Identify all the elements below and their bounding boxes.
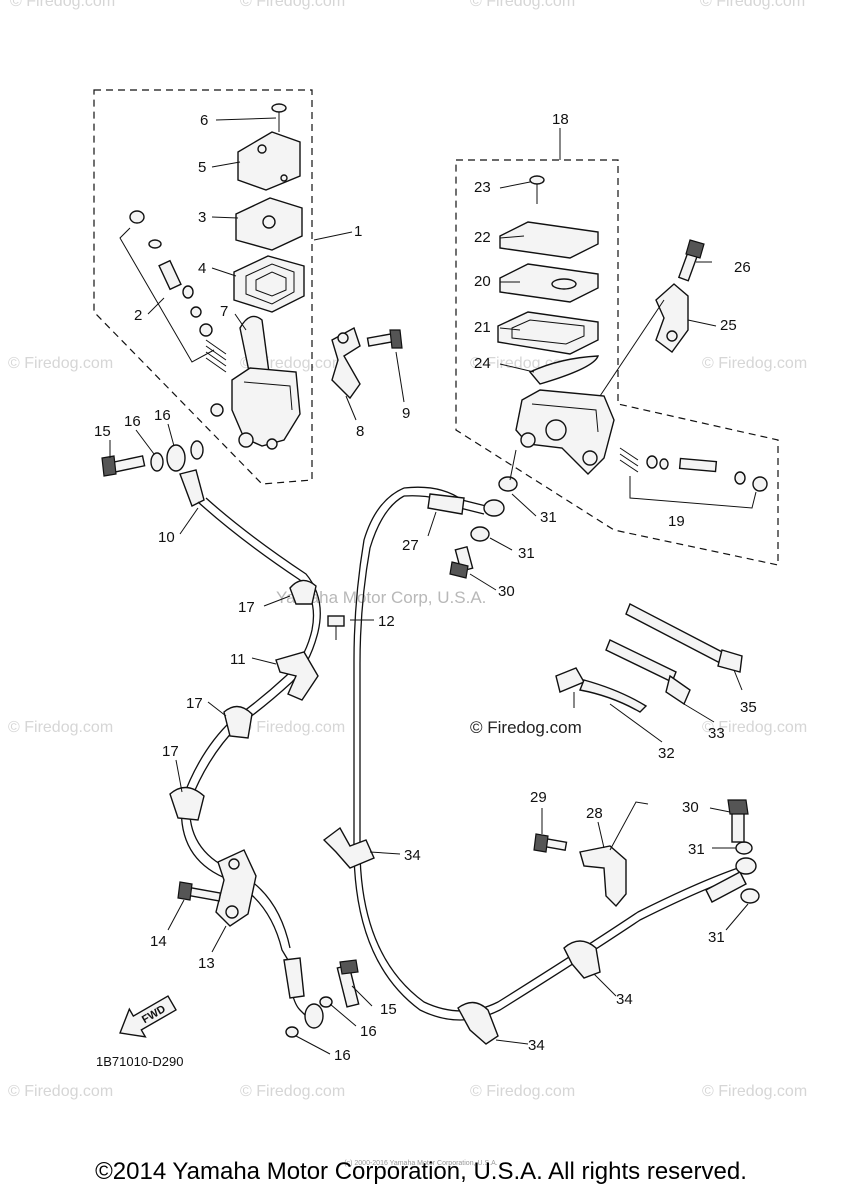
left-assembly-box — [93, 89, 313, 485]
label-35: 35 — [740, 699, 757, 716]
label-19: 19 — [668, 513, 685, 530]
label-32: 32 — [658, 745, 675, 762]
watermark-top-1: © Firedog.com — [10, 0, 115, 10]
label-29: 29 — [530, 789, 547, 806]
label-30-a: 30 — [498, 583, 515, 600]
watermark-left-3: © Firedog.com — [8, 1083, 113, 1100]
clamps-left — [169, 579, 345, 821]
label-21: 21 — [474, 319, 491, 336]
label-16-lower-a: 16 — [360, 1023, 377, 1040]
label-18: 18 — [552, 111, 569, 128]
label-15-lower: 15 — [380, 1001, 397, 1018]
label-14: 14 — [150, 933, 167, 950]
watermark-mid-3: © Firedog.com — [240, 719, 345, 736]
label-31-d: 31 — [708, 929, 725, 946]
label-17-a: 17 — [238, 599, 255, 616]
watermark-top-3: © Firedog.com — [470, 0, 575, 10]
label-25: 25 — [720, 317, 737, 334]
fwd-arrow: FWD — [119, 995, 177, 1038]
label-5: 5 — [198, 159, 206, 176]
watermark-layer: © Firedog.com © Firedog.com © Firedog.co… — [8, 0, 807, 1100]
label-16-upper-b: 16 — [154, 407, 171, 424]
part-labels: 1 2 3 4 5 6 7 8 9 10 11 12 13 14 15 15 1… — [94, 111, 757, 1064]
label-31-b: 31 — [518, 545, 535, 562]
label-31-a: 31 — [540, 509, 557, 526]
group-boxes — [93, 89, 779, 566]
label-34-c: 34 — [528, 1037, 545, 1054]
label-28: 28 — [586, 805, 603, 822]
watermark-left-1: © Firedog.com — [8, 355, 113, 372]
lower-left-banjo — [283, 957, 360, 1038]
label-4: 4 — [198, 260, 206, 277]
label-27: 27 — [402, 537, 419, 554]
label-9: 9 — [402, 405, 410, 422]
label-2: 2 — [134, 307, 142, 324]
watermark-mid-4: © Firedog.com — [240, 1083, 345, 1100]
cable-ties — [555, 603, 743, 713]
label-6: 6 — [200, 112, 208, 129]
bracket-8-bolt-9 — [331, 326, 403, 400]
label-13: 13 — [198, 955, 215, 972]
label-17-c: 17 — [162, 743, 179, 760]
label-3: 3 — [198, 209, 206, 226]
watermark-top-4: © Firedog.com — [700, 0, 805, 10]
label-20: 20 — [474, 273, 491, 290]
label-33: 33 — [708, 725, 725, 742]
watermark-right-2: © Firedog.com — [702, 719, 807, 736]
label-10: 10 — [158, 529, 175, 546]
label-31-c: 31 — [688, 841, 705, 858]
label-8: 8 — [356, 423, 364, 440]
label-1: 1 — [354, 223, 362, 240]
piston-set-19 — [619, 447, 768, 509]
watermark-yamaha-overlay: Yamaha Motor Corp, U.S.A. — [276, 588, 486, 607]
bracket-13-bolt-14 — [177, 849, 257, 927]
label-7: 7 — [220, 303, 228, 320]
label-24: 24 — [474, 355, 491, 372]
label-30-b: 30 — [682, 799, 699, 816]
watermark-center: © Firedog.com — [470, 718, 582, 737]
watermark-right-1: © Firedog.com — [702, 355, 807, 372]
label-23: 23 — [474, 179, 491, 196]
label-26: 26 — [734, 259, 751, 276]
watermark-top-2: © Firedog.com — [240, 0, 345, 10]
brake-hose-lower-2 — [359, 839, 739, 1012]
label-16-upper-a: 16 — [124, 413, 141, 430]
right-master-cylinder — [497, 175, 615, 475]
left-banjo — [101, 440, 205, 507]
label-16-lower-b: 16 — [334, 1047, 351, 1064]
brake-hose-lower — [353, 839, 741, 1021]
diagram-code: 1B71010-D290 — [96, 1054, 183, 1069]
clamps-34 — [322, 826, 601, 1045]
label-22: 22 — [474, 229, 491, 246]
label-11: 11 — [230, 651, 246, 668]
left-master-cylinder — [119, 103, 305, 450]
label-17-b: 17 — [186, 695, 203, 712]
label-12: 12 — [378, 613, 395, 630]
bracket-28-bolt-29 — [533, 801, 649, 908]
small-note: (c) 2000-2016 Yamaha Motor Corporation, … — [344, 1160, 498, 1167]
label-34-a: 34 — [404, 847, 421, 864]
brake-hose-left — [180, 501, 315, 1021]
watermark-left-2: © Firedog.com — [8, 719, 113, 736]
right-lower-banjo — [705, 799, 760, 904]
hose-27 — [353, 476, 518, 840]
bracket-25-bolt-26 — [655, 239, 705, 353]
label-15-upper: 15 — [94, 423, 111, 440]
leader-lines — [109, 117, 749, 1055]
copyright-text: ©2014 Yamaha Motor Corporation, U.S.A. A… — [95, 1158, 747, 1185]
label-34-b: 34 — [616, 991, 633, 1008]
watermark-right-3: © Firedog.com — [702, 1083, 807, 1100]
watermark-mid-5: © Firedog.com — [470, 1083, 575, 1100]
